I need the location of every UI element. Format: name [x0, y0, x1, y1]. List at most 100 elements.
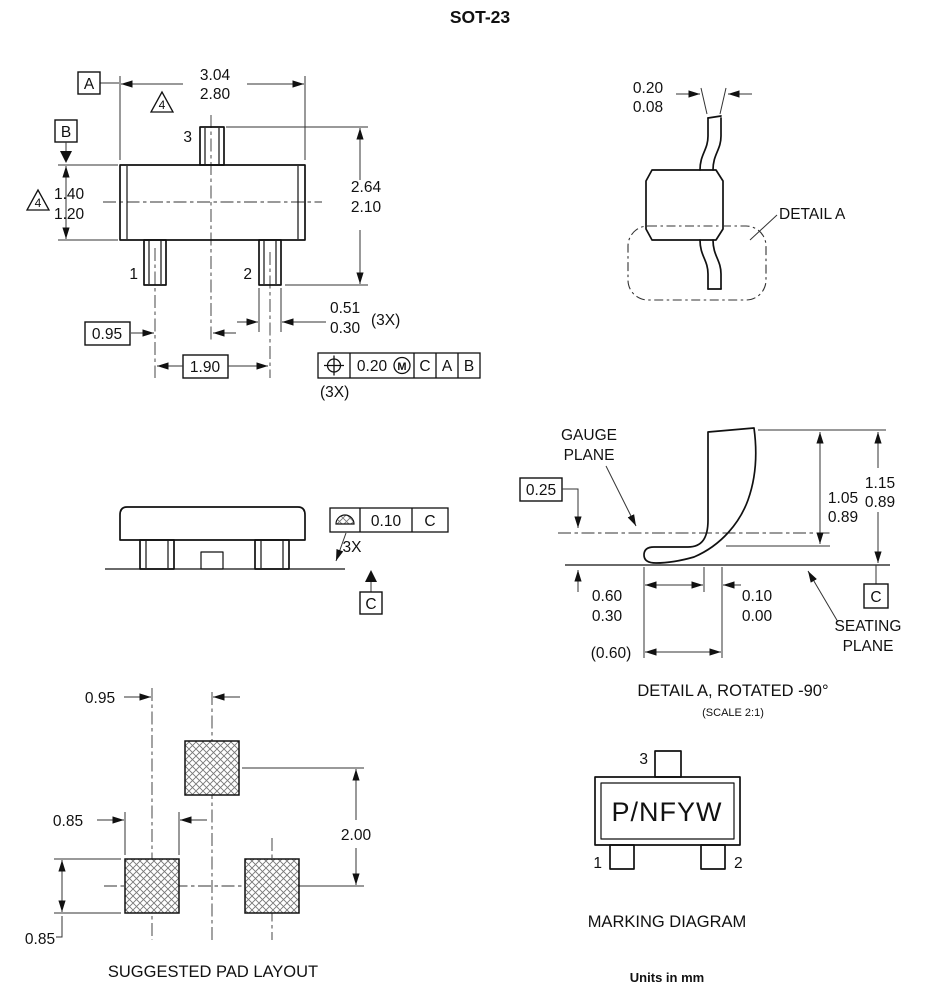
dim-foot-length-min: 0.30: [592, 608, 623, 625]
datum-c-frame: [359, 591, 383, 615]
pad-bottom-left: [124, 858, 180, 914]
dim-lead-width-qty: (3X): [371, 312, 400, 329]
dim-overall-height-min: 2.10: [351, 199, 382, 216]
front-pin-3-stub: [200, 551, 224, 570]
pad-layout-caption: SUGGESTED PAD LAYOUT: [108, 963, 318, 981]
pad-top: [184, 740, 240, 796]
pin-3-label: 3: [183, 129, 192, 146]
coplanarity-value: 0.10: [371, 513, 402, 530]
bottom-lead-edge: [699, 239, 709, 290]
dim-standoff-min: 0.00: [742, 608, 773, 625]
dim-foot-ref: (0.60): [591, 645, 632, 662]
leader-line: [749, 214, 778, 241]
top-lead-edge: [712, 117, 722, 171]
marking-pin-1-label: 1: [593, 855, 602, 872]
leader-line: [56, 916, 63, 938]
marking-body-inner: [600, 782, 735, 840]
seating-plane-label-1: SEATING: [835, 618, 902, 635]
dim-lead-width-max: 0.51: [330, 300, 360, 317]
units-note: Units in mm: [630, 970, 704, 985]
body-front-outline: [119, 506, 306, 541]
marking-code: P/NFYW: [612, 797, 723, 827]
leader-line: [335, 532, 347, 562]
extension-line: [700, 87, 708, 115]
coplanarity-qty: 3X: [343, 539, 363, 556]
coplanarity-datum: C: [424, 513, 435, 530]
datum-c-triangle: [365, 570, 377, 582]
dim-height-outer-min: 0.89: [865, 494, 895, 511]
pin-3-lead: [199, 126, 225, 166]
fcf-datum-1: C: [419, 358, 430, 375]
dim-foot-length-max: 0.60: [592, 588, 623, 605]
dim-height-outer-max: 1.15: [865, 475, 895, 492]
pin-2-label: 2: [243, 266, 252, 283]
pin-2-lead: [258, 239, 282, 286]
front-pin-1: [139, 539, 175, 570]
marking-pin-2: [700, 844, 726, 870]
detail-a-caption: DETAIL A, ROTATED -90°: [637, 682, 828, 700]
dim-height-inner-min: 0.89: [828, 509, 858, 526]
marking-pin-3: [654, 750, 682, 778]
position-tolerance-frame: 0.20 M C A B: [317, 352, 481, 379]
dim-height-inner-max: 1.05: [828, 490, 858, 507]
marking-diagram-view: 3 1 2 P/NFYW MARKING DIAGRAM Units in mm: [588, 750, 746, 985]
fcf-tolerance-value: 0.20: [357, 358, 388, 375]
datum-a-label: A: [84, 76, 95, 93]
package-body-outline: [119, 164, 306, 241]
detail-a-boundary: [627, 225, 767, 301]
dim-pad-pitch-y: 2.00: [341, 827, 372, 844]
side-view: 0.20 0.08 DETAIL A: [627, 80, 846, 301]
dim-gauge-offset: 0.25: [526, 482, 556, 499]
dim-lead-thickness-max: 0.20: [633, 80, 664, 97]
fcf-border: [317, 352, 481, 379]
dim-lead-width-min: 0.30: [330, 320, 361, 337]
dim-body-width-max: 1.40: [54, 186, 85, 203]
datum-a-frame: [77, 71, 101, 95]
dim-pad-pitch-x: 0.95: [85, 690, 115, 707]
pin-1-label: 1: [129, 266, 138, 283]
fcf-qty: (3X): [320, 384, 349, 401]
seating-plane-label-2: PLANE: [843, 638, 894, 655]
seating-plane-symbol-icon: [335, 514, 355, 525]
dim-overall-width-max: 3.04: [200, 67, 231, 84]
dim-overall-height-max: 2.64: [351, 179, 382, 196]
coplanarity-frame: 0.10 C: [329, 507, 449, 533]
marking-pin-1: [609, 844, 635, 870]
detail-a-callout: DETAIL A: [779, 206, 846, 223]
top-lead-edge: [699, 117, 709, 171]
bottom-lead-edge: [712, 239, 722, 290]
dim-standoff-max: 0.10: [742, 588, 773, 605]
datum-b-label: B: [61, 124, 71, 141]
marking-body-outline: [594, 776, 741, 846]
detail-a-scale-note: (SCALE 2:1): [702, 707, 764, 719]
front-pin-2: [254, 539, 290, 570]
revision-flag-number: 4: [159, 98, 166, 112]
datum-c-frame: [863, 583, 889, 609]
dim-span: 1.90: [190, 359, 221, 376]
top-lead-end: [707, 115, 722, 119]
lead-detail-outline: [643, 427, 757, 564]
leader-line: [807, 570, 839, 623]
pad-bottom-right: [244, 858, 300, 914]
gauge-plane-label-1: GAUGE: [561, 427, 617, 444]
detail-a-view: GAUGE PLANE 0.25 1.05 0.89 1.15 0.89 0.6…: [519, 427, 902, 719]
dim-overall-width-min: 2.80: [200, 86, 231, 103]
datum-c-label: C: [365, 596, 376, 613]
pin-1-lead: [143, 239, 167, 286]
datum-b-triangle: [60, 151, 72, 163]
top-view: 3 1 2 3.04 2.80 A 4 B 4 1.40 1.20: [25, 67, 481, 401]
revision-flag-triangle: [25, 188, 51, 211]
mmc-modifier-icon: [393, 356, 411, 375]
leader-line: [605, 465, 637, 527]
fcf-modifier: M: [397, 361, 406, 373]
dim-body-width-min: 1.20: [54, 206, 85, 223]
body-side-outline: [645, 169, 724, 241]
fcf-border: [329, 507, 449, 533]
marking-pin-3-label: 3: [639, 751, 648, 768]
revision-flag-number: 4: [35, 196, 42, 210]
datum-c-label: C: [870, 589, 881, 606]
dim-pitch: 0.95: [92, 326, 122, 343]
marking-pin-2-label: 2: [734, 855, 743, 872]
